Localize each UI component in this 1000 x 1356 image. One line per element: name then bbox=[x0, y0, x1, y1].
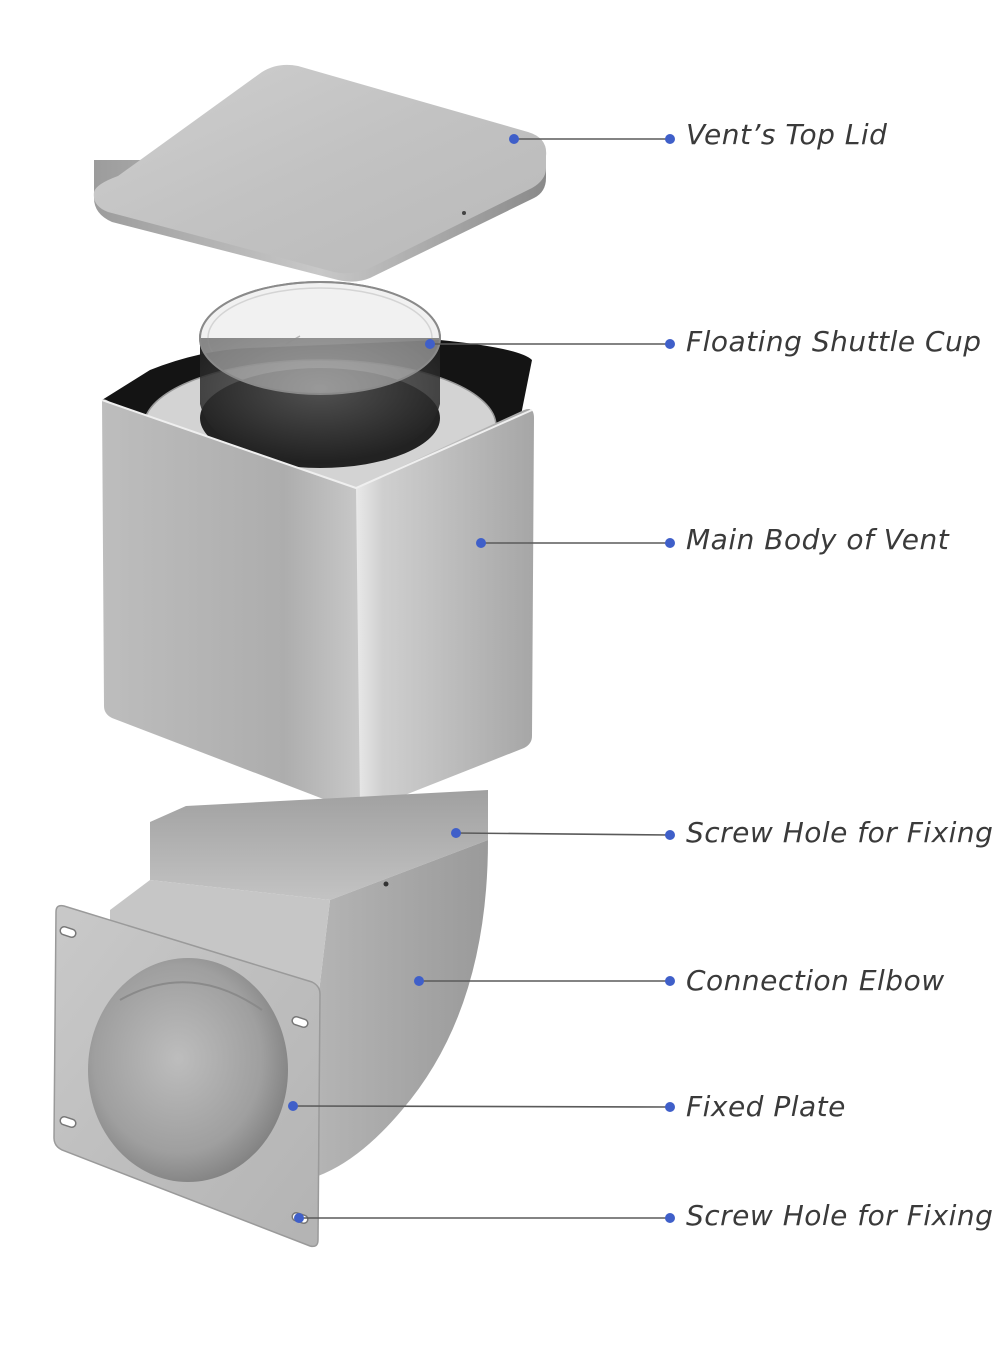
callout-leaders bbox=[288, 134, 675, 1223]
fixed-plate bbox=[53, 904, 321, 1248]
leader-dot-anchor-screw-hole-lower bbox=[294, 1213, 304, 1223]
callout-label-screw-hole-lower: Screw Hole for Fixing bbox=[686, 1199, 994, 1232]
callout-label-top-lid: Vent’s Top Lid bbox=[686, 118, 888, 151]
callout-label-connection-elbow: Connection Elbow bbox=[686, 964, 945, 997]
plate-slot-top-left bbox=[59, 926, 77, 938]
plate-slot-bottom-left bbox=[59, 1116, 77, 1128]
duct-opening bbox=[88, 958, 288, 1182]
callout-label-main-body: Main Body of Vent bbox=[686, 523, 950, 556]
leader-line-screw-hole-upper bbox=[455, 832, 671, 836]
leader-dot-anchor-shuttle-cup bbox=[425, 339, 435, 349]
lid-pin-hole bbox=[462, 211, 466, 215]
elbow-top-face bbox=[150, 790, 488, 900]
leader-dot-anchor-connection-elbow bbox=[414, 976, 424, 986]
leader-dot-label-fixed-plate bbox=[665, 1102, 675, 1112]
elbow-curved-side bbox=[318, 840, 488, 1176]
main-body bbox=[101, 281, 534, 811]
leader-line-fixed-plate bbox=[292, 1105, 671, 1108]
cup-wall-front bbox=[200, 338, 440, 464]
leader-dot-anchor-main-body bbox=[476, 538, 486, 548]
duct-inner-edge bbox=[119, 981, 263, 1011]
body-left-face bbox=[102, 399, 362, 811]
elbow-pin-hole bbox=[383, 881, 389, 887]
body-top-edge bbox=[101, 399, 533, 490]
callout-label-screw-hole-upper: Screw Hole for Fixing bbox=[686, 816, 994, 849]
leader-dot-label-screw-hole-lower bbox=[665, 1213, 675, 1223]
plate-slot-top-right bbox=[291, 1016, 309, 1028]
leader-dot-label-screw-hole-upper bbox=[665, 830, 675, 840]
leader-dot-label-main-body bbox=[665, 538, 675, 548]
leader-dot-label-shuttle-cup bbox=[665, 339, 675, 349]
leader-dot-anchor-top-lid bbox=[509, 134, 519, 144]
cup-rim-front bbox=[199, 281, 441, 395]
top-lid-face bbox=[93, 64, 547, 274]
callout-label-fixed-plate: Fixed Plate bbox=[686, 1090, 846, 1123]
leader-dot-label-connection-elbow bbox=[665, 976, 675, 986]
leader-dot-anchor-screw-hole-upper bbox=[451, 828, 461, 838]
top-lid bbox=[93, 64, 547, 282]
body-right-face bbox=[356, 409, 534, 810]
leader-dot-label-top-lid bbox=[665, 134, 675, 144]
callout-label-shuttle-cup: Floating Shuttle Cup bbox=[686, 325, 982, 358]
leader-dot-anchor-fixed-plate bbox=[288, 1101, 298, 1111]
connection-elbow bbox=[110, 790, 488, 1176]
